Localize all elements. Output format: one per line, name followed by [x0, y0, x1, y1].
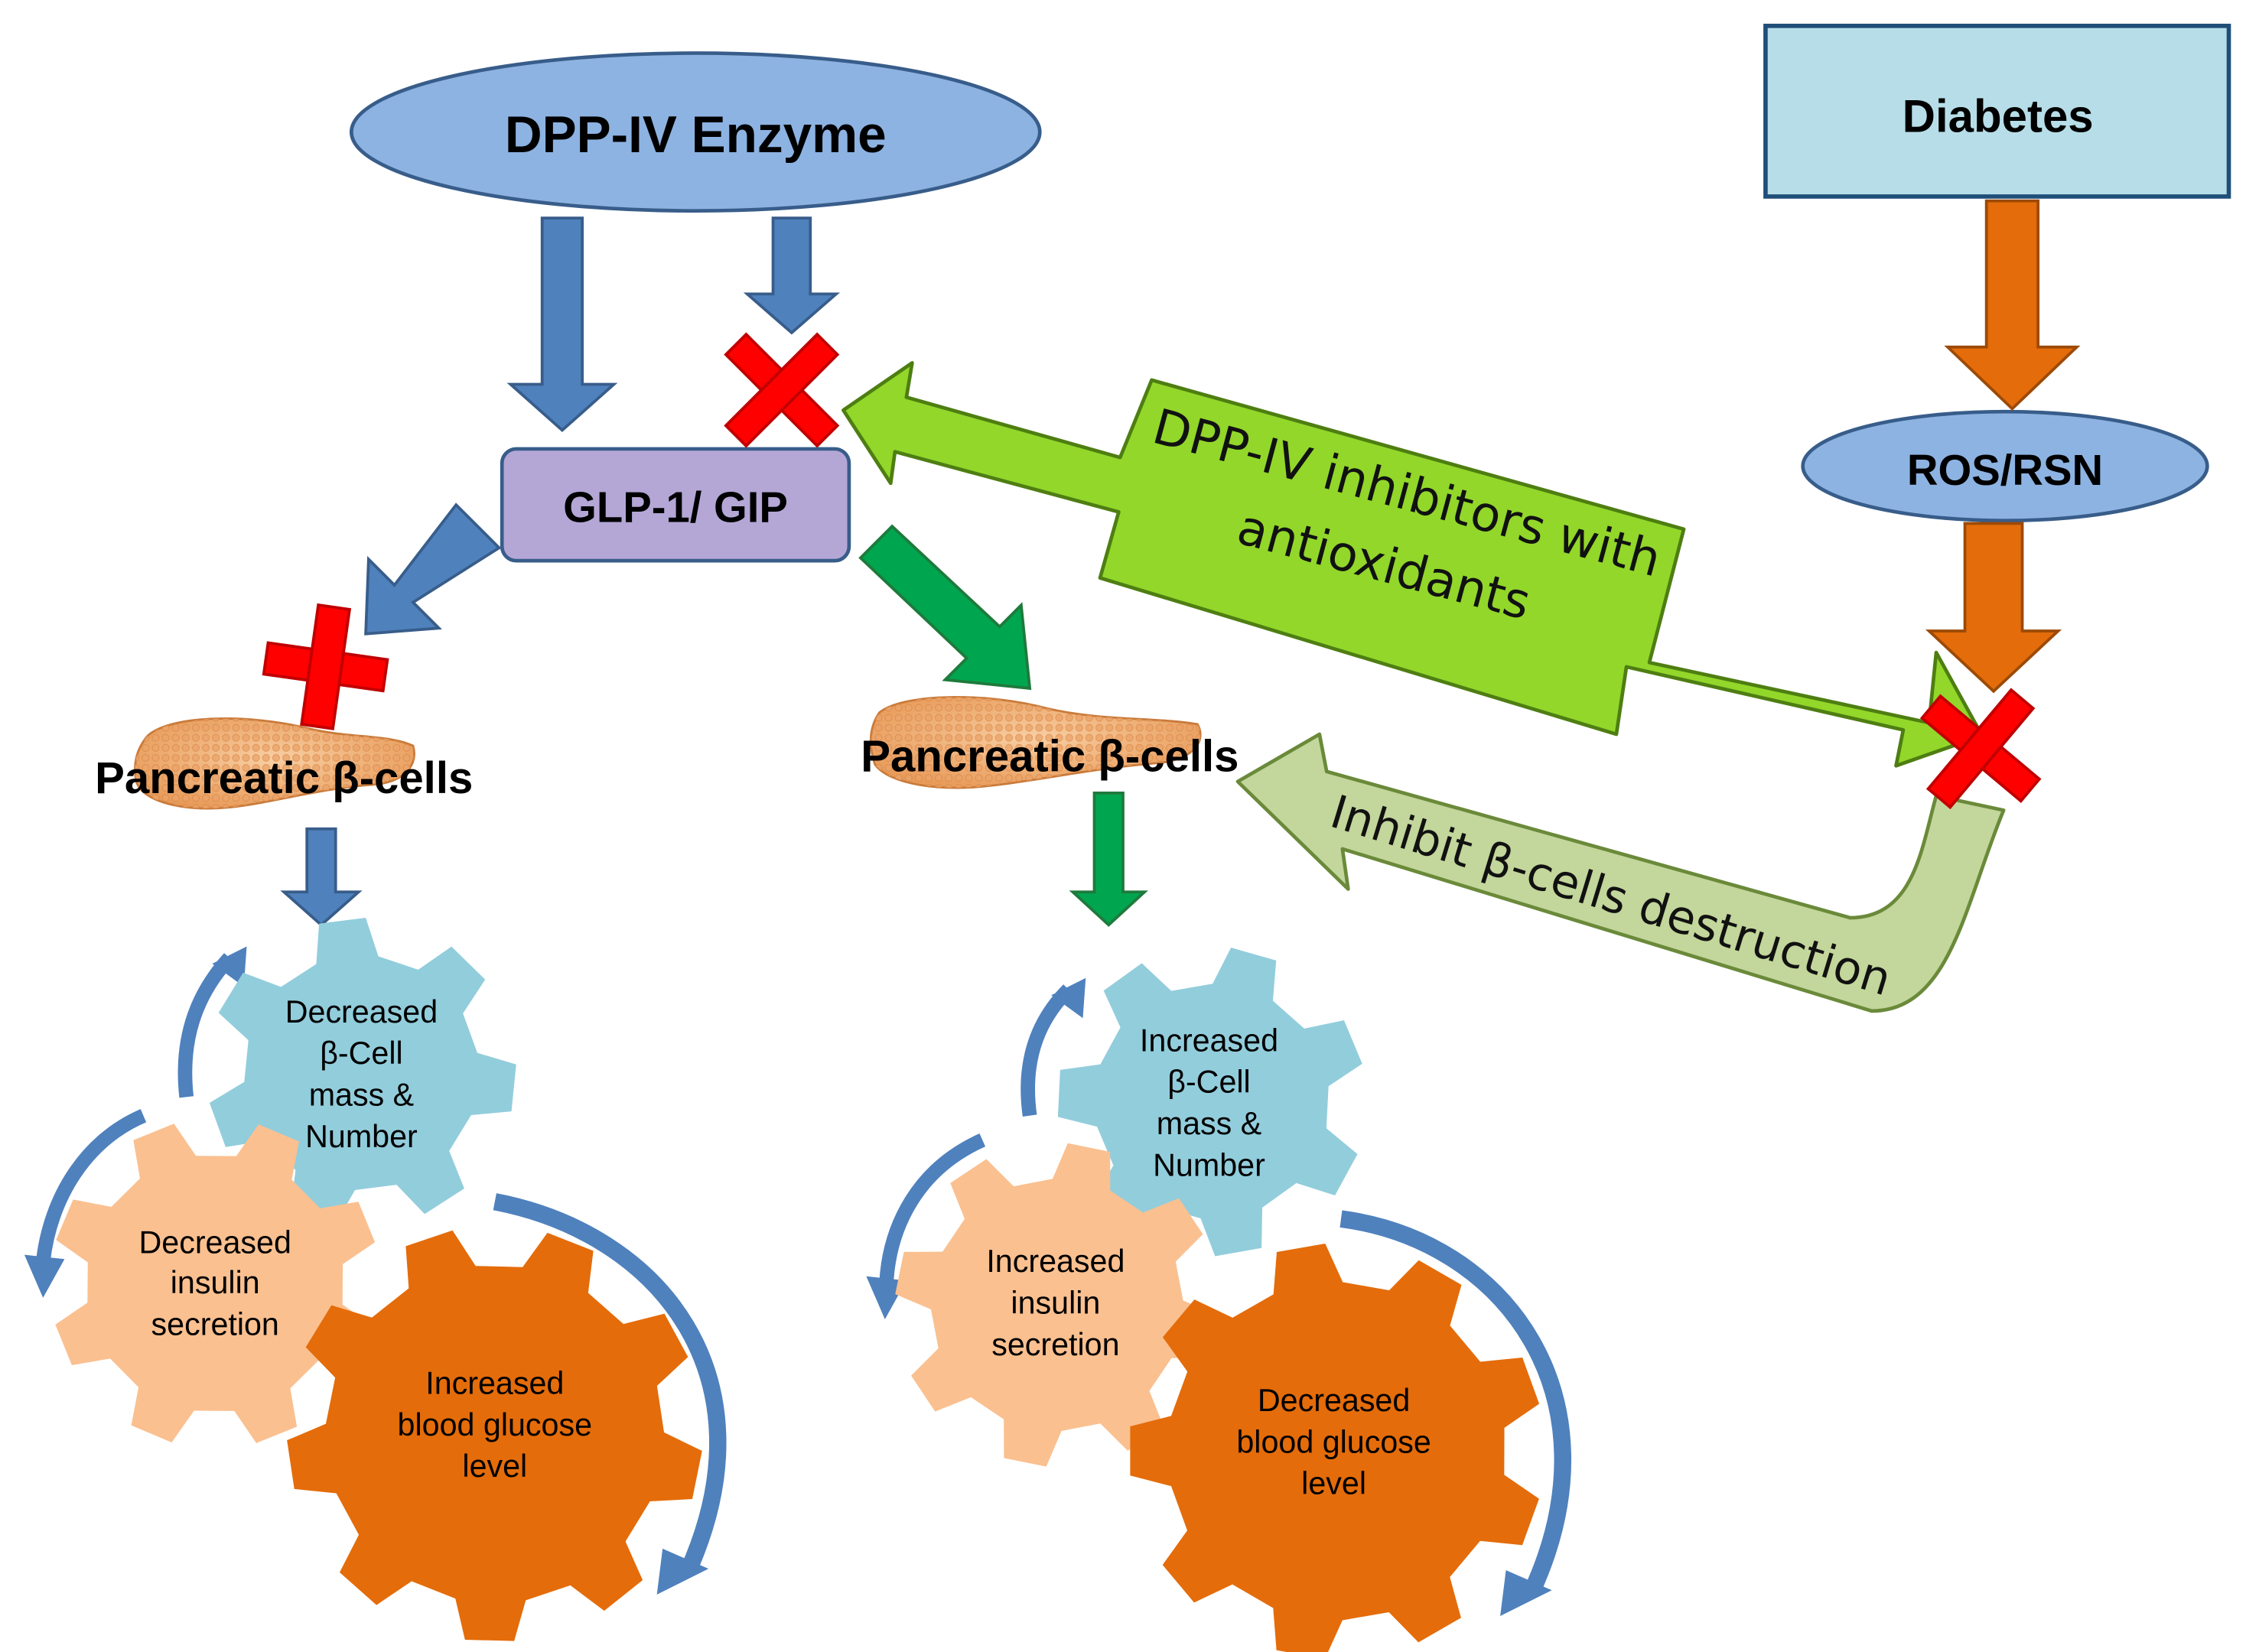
dpp-enzyme-label: DPP-IV Enzyme — [505, 106, 887, 164]
right-cycle-arrow-3 — [1339, 1210, 1571, 1595]
diabetes-label: Diabetes — [1903, 91, 2094, 142]
right-cycle-arrowhead-1 — [1051, 977, 1086, 1019]
diabetes-node: Diabetes — [1763, 24, 2231, 199]
left-beta-cell-line1: Decreased — [285, 994, 438, 1029]
diabetes-to-ros-arrow — [1944, 199, 2081, 411]
dpp-enzyme-node: DPP-IV Enzyme — [349, 51, 1042, 213]
left-gear-glucose-shape — [287, 1230, 702, 1641]
right-insulin-line1: Increased — [986, 1244, 1125, 1279]
right-insulin-line2: insulin — [1011, 1285, 1100, 1320]
right-gear-insulin — [895, 1143, 1219, 1467]
right-cycle-arrow-2 — [879, 1133, 986, 1284]
left-insulin-line1: Decreased — [139, 1225, 291, 1260]
left-gear-insulin-shape — [55, 1124, 376, 1443]
left-cycle-arrow-3 — [493, 1193, 727, 1574]
right-cycle-arrowhead-3 — [1500, 1570, 1552, 1617]
left-beta-cell-text: Decreased β-Cell mass & Number — [285, 994, 438, 1154]
left-insulin-text: Decreased insulin secretion — [139, 1225, 291, 1342]
left-beta-cell-line3: mass & — [309, 1078, 414, 1113]
pancreas-left-label: Pancreatic β-cells — [95, 753, 473, 803]
glp-to-right-pancreas-arrow — [858, 524, 1032, 691]
right-pancreas-down-arrow — [1069, 792, 1148, 927]
right-beta-cell-text: Increased β-Cell mass & Number — [1140, 1023, 1278, 1182]
right-gear-beta-cell — [1057, 947, 1362, 1257]
inhibition-x-ros — [1919, 688, 2042, 810]
right-gear-glucose-shape — [1130, 1243, 1540, 1652]
ros-node: ROS/RSN — [1801, 409, 2209, 523]
enzyme-to-inhibition-arrow — [743, 216, 841, 335]
enzyme-to-glp-arrow — [506, 216, 618, 433]
left-gear-insulin — [55, 1124, 376, 1443]
inhibit-destruction-label: Inhibit β-cells destruction — [1324, 785, 1897, 1007]
right-gear-beta-cell-shape — [1057, 947, 1362, 1257]
left-glucose-line3: level — [462, 1449, 527, 1484]
inhibition-x-left — [262, 603, 389, 730]
ros-label: ROS/RSN — [1907, 446, 2103, 494]
left-beta-cell-line4: Number — [305, 1119, 418, 1154]
right-cycle-arrowhead-2 — [866, 1276, 907, 1319]
right-glucose-line2: blood glucose — [1236, 1424, 1431, 1459]
left-gear-cycle: Decreased β-Cell mass & Number Decreased… — [24, 917, 727, 1641]
right-beta-cell-line4: Number — [1153, 1147, 1265, 1182]
right-gear-cycle: Increased β-Cell mass & Number Increased… — [866, 947, 1571, 1652]
inhibition-x-top — [724, 332, 840, 448]
right-glucose-line3: level — [1301, 1466, 1366, 1501]
left-glucose-line1: Increased — [425, 1365, 564, 1400]
right-beta-cell-line2: β-Cell — [1167, 1065, 1250, 1100]
left-gear-glucose — [287, 1230, 702, 1641]
right-glucose-line1: Decreased — [1258, 1383, 1410, 1418]
right-insulin-text: Increased insulin secretion — [986, 1244, 1125, 1362]
left-insulin-line2: insulin — [171, 1265, 260, 1300]
right-beta-cell-line1: Increased — [1140, 1023, 1278, 1058]
glp-label: GLP-1/ GIP — [563, 483, 788, 532]
left-insulin-line3: secretion — [151, 1307, 279, 1342]
pancreas-right-icon — [870, 696, 1202, 789]
left-beta-cell-line2: β-Cell — [320, 1036, 402, 1071]
left-glucose-text: Increased blood glucose level — [398, 1365, 592, 1484]
glp-to-left-pancreas-arrow — [364, 502, 502, 636]
left-pancreas-down-arrow — [280, 827, 363, 927]
ros-to-inhibition-arrow — [1925, 522, 2062, 694]
pancreas-left-icon — [134, 717, 415, 810]
right-gear-glucose — [1130, 1243, 1540, 1652]
left-cycle-arrow-2 — [35, 1109, 147, 1263]
left-cycle-arrowhead-1 — [212, 946, 247, 987]
left-glucose-line2: blood glucose — [398, 1407, 592, 1442]
right-gear-insulin-shape — [895, 1143, 1219, 1467]
right-insulin-line3: secretion — [991, 1327, 1119, 1362]
left-cycle-arrow-1 — [177, 953, 235, 1098]
right-glucose-text: Decreased blood glucose level — [1236, 1383, 1431, 1501]
glp-node: GLP-1/ GIP — [500, 447, 851, 563]
left-cycle-arrowhead-3 — [656, 1548, 709, 1595]
right-beta-cell-line3: mass & — [1157, 1106, 1261, 1141]
pancreas-right-label: Pancreatic β-cells — [861, 732, 1239, 782]
left-cycle-arrowhead-2 — [24, 1254, 65, 1298]
inhibit-destruction-arrow: Inhibit β-cells destruction — [1235, 732, 2006, 1013]
